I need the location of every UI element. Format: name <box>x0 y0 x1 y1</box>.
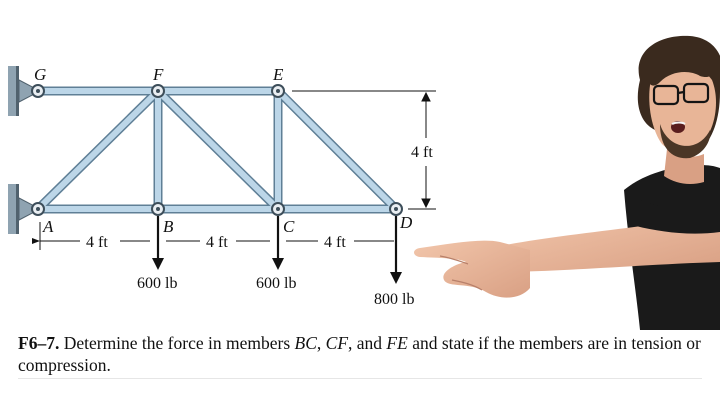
divider <box>18 378 702 379</box>
joint-label-a: A <box>42 217 54 236</box>
problem-member-bc: BC <box>294 333 317 353</box>
dim-label-height: 4 ft <box>411 144 433 161</box>
joint-pins <box>31 84 403 216</box>
joint-label-d: D <box>399 213 413 232</box>
problem-number: F6–7. <box>18 333 60 353</box>
problem-text-1: Determine the force in members <box>59 333 295 353</box>
joint-label-e: E <box>272 65 284 84</box>
truss-members <box>33 86 401 214</box>
problem-text-2: and state if the members are in tension … <box>18 333 701 375</box>
dim-label-ab: 4 ft <box>86 234 108 251</box>
joint-label-b: B <box>163 217 174 236</box>
presenter-face <box>649 66 716 153</box>
wall-support-bottom <box>8 184 42 234</box>
load-label-d: 800 lb <box>374 291 414 308</box>
joint-label-f: F <box>152 65 164 84</box>
problem-statement: F6–7. Determine the force in members BC,… <box>18 332 708 376</box>
load-label-c: 600 lb <box>256 275 296 292</box>
member-af <box>35 88 161 212</box>
problem-member-cf: CF <box>325 333 349 353</box>
problem-sep-2: , and <box>348 333 387 353</box>
presenter-figure <box>414 35 720 330</box>
load-arrows <box>156 216 398 278</box>
load-label-b: 600 lb <box>137 275 177 292</box>
problem-member-fe: FE <box>386 333 408 353</box>
dim-label-cd: 4 ft <box>324 234 346 251</box>
dim-label-bc: 4 ft <box>206 234 228 251</box>
member-cf <box>155 88 281 212</box>
member-de <box>275 88 399 212</box>
joint-label-c: C <box>283 217 295 236</box>
joint-label-g: G <box>34 65 46 84</box>
problem-sep-1: , <box>316 333 326 353</box>
dimension-vertical <box>292 90 436 210</box>
wall-support-top <box>8 66 42 116</box>
presenter-hand <box>414 240 530 298</box>
